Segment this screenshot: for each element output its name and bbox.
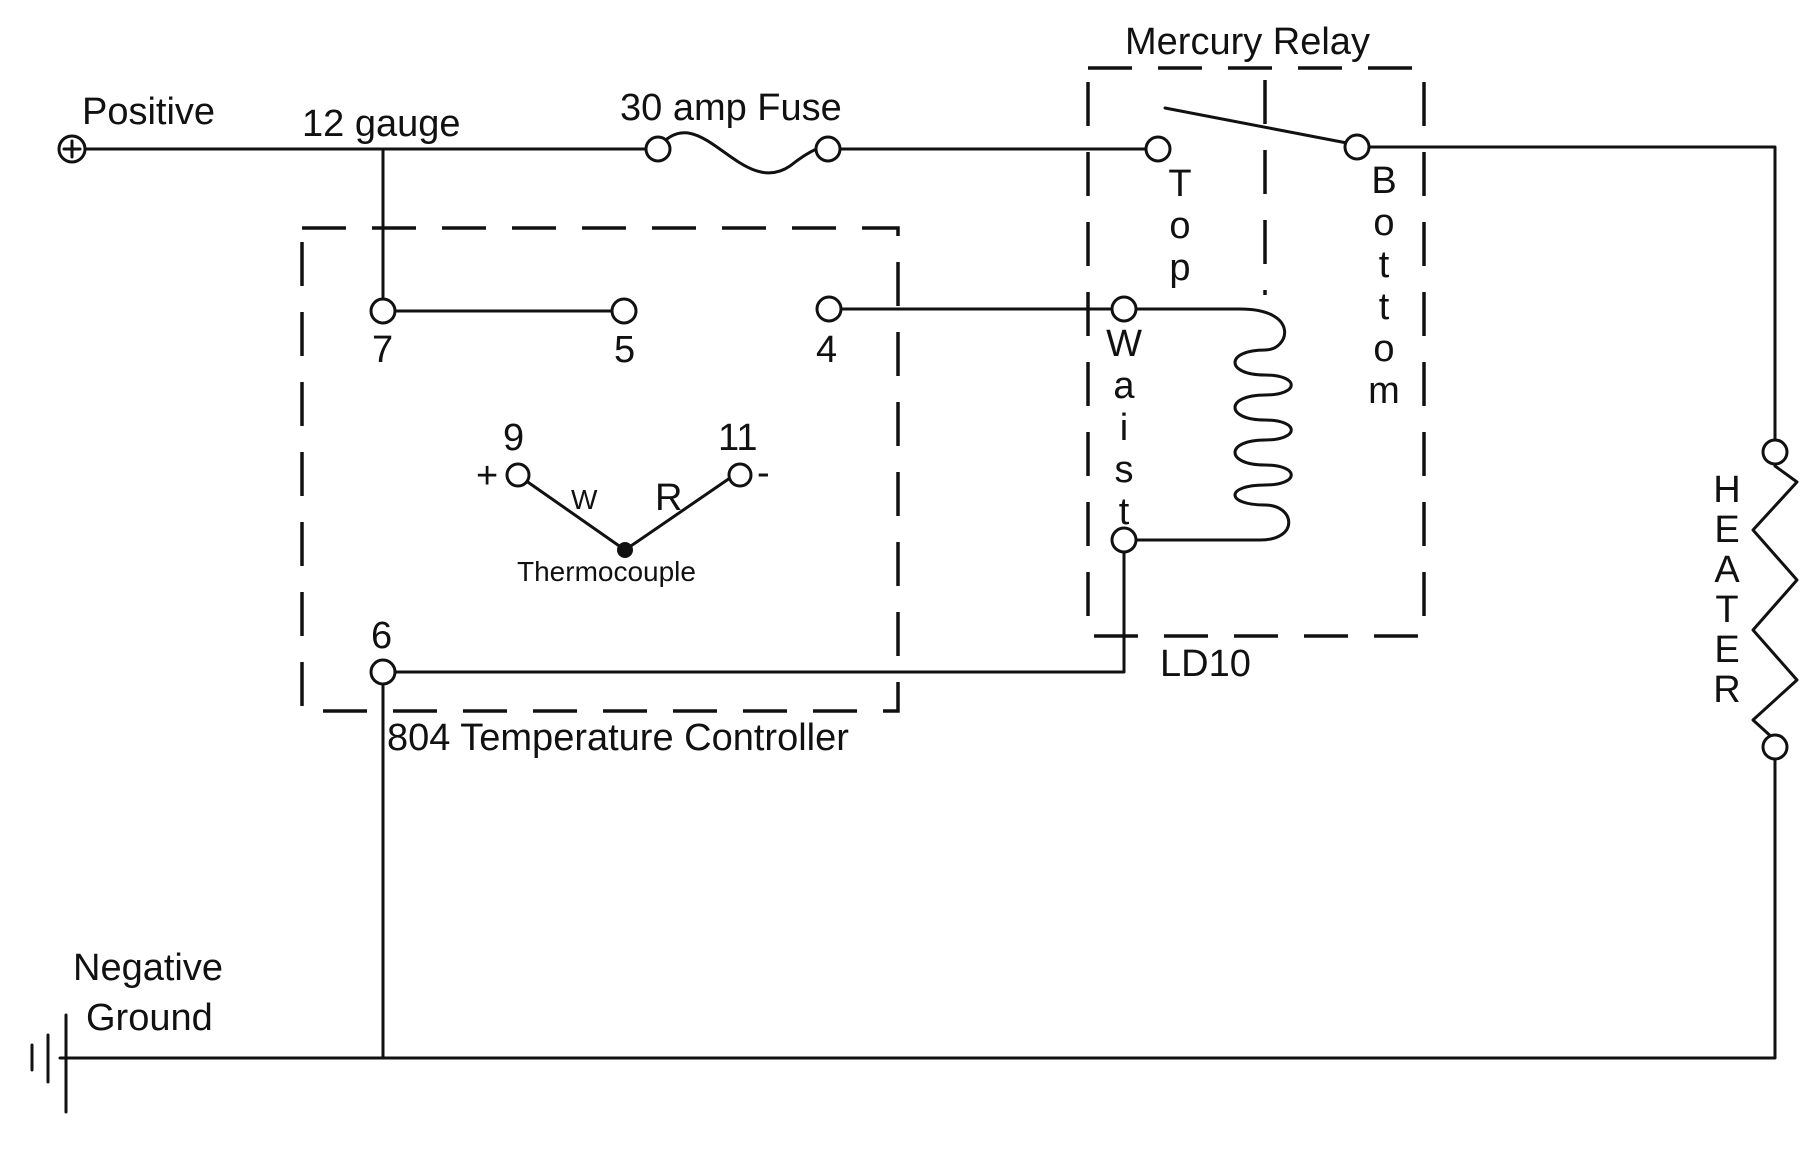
relay-switch-arm [1163,106,1349,145]
terminal-7 [369,297,397,325]
terminal-4 [815,295,843,323]
terminal-6-label: 6 [371,615,392,657]
thermocouple-junction [617,542,633,558]
relay-enclosure [1086,66,1426,638]
heater-terminal-bottom [1761,733,1789,761]
terminals [57,133,1789,761]
relay-to-heater-wire [1368,145,1777,440]
relay-bottom-terminal [1343,133,1371,161]
terminal-11 [727,462,753,488]
wire-gauge-label: 12 gauge [302,103,461,145]
relay-label: Mercury Relay [1125,21,1370,63]
terminal-9 [505,462,531,488]
relay-waist-top-terminal [1110,295,1138,323]
terminal-6 [369,658,397,686]
positive-label: Positive [82,91,215,133]
heater-terminal-top [1761,438,1789,466]
coil-to-t6-wire [395,551,1126,674]
ground-symbol [30,1013,68,1114]
terminal-4-label: 4 [816,329,837,371]
heater-to-ground-wire [58,758,1777,1060]
negative-ground-label-line2: Ground [86,997,213,1039]
thermocouple-label: Thermocouple [517,556,696,587]
relay-model-label: LD10 [1160,643,1251,685]
negative-ground-label-line1: Negative [73,947,223,989]
fuse-label: 30 amp Fuse [620,87,842,129]
thermocouple-w-label: W [571,484,598,515]
relay-top-terminal [1144,135,1172,163]
controller-enclosure [300,226,900,713]
labels: Positive 12 gauge 30 amp Fuse Mercury Re… [73,21,1741,1039]
wires [58,106,1799,1060]
fuse-element [656,131,820,175]
plus-sign-label: + [476,455,498,497]
terminal-9-label: 9 [503,417,524,459]
enclosures [300,66,1426,713]
fuse-terminal-left [644,135,672,163]
fuse-terminal-right [814,135,842,163]
thermocouple-r-label: R [655,477,682,519]
heater-coil [1751,464,1799,742]
terminal-11-label: 11 [718,417,757,459]
relay-coil [1135,307,1293,542]
relay-waist-bottom-terminal [1110,526,1138,554]
controller-label: 804 Temperature Controller [387,717,849,759]
terminal-5-label: 5 [614,329,635,371]
terminal-5 [610,297,638,325]
thermocouple-leads [520,476,732,552]
minus-sign-label: - [757,452,770,494]
terminal-7-label: 7 [372,329,393,371]
